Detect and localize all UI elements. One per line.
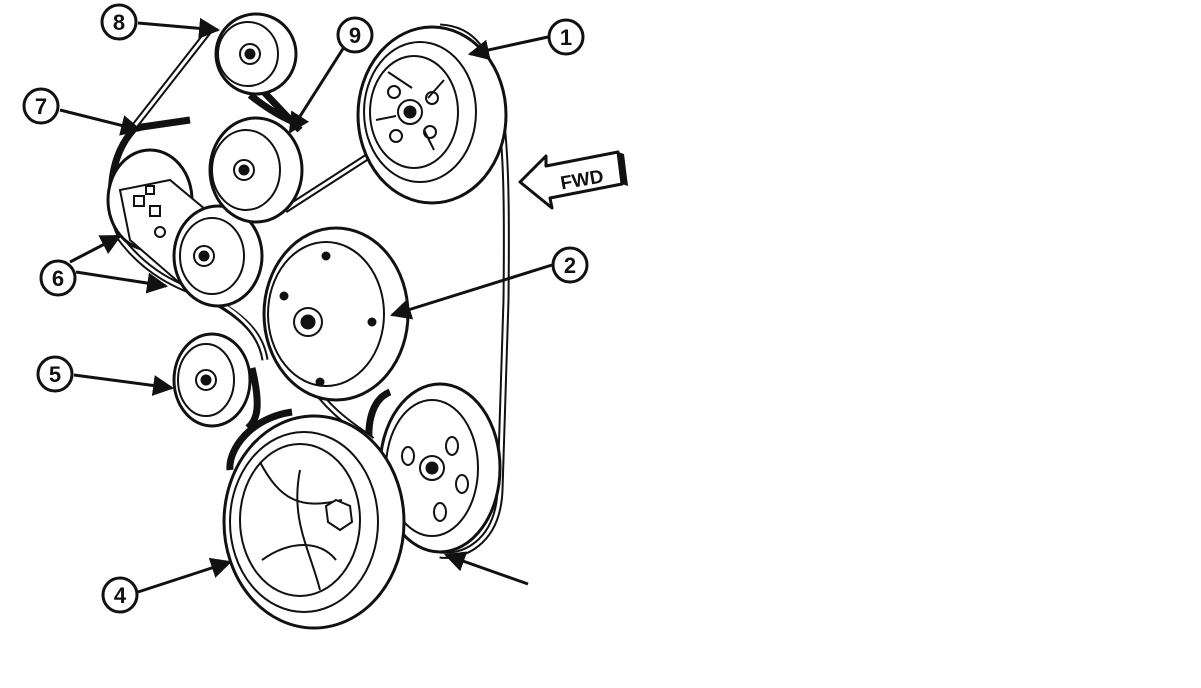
callout-9: 9 [336, 16, 374, 54]
callout-1: 1 [547, 18, 585, 56]
pulley-9-generator [208, 116, 304, 224]
svg-text:9: 9 [349, 23, 361, 48]
pulley-2-water-pump [262, 226, 410, 402]
svg-text:5: 5 [49, 362, 61, 387]
pulley-1-ac-compressor [356, 25, 508, 205]
pulley-4-crankshaft [222, 414, 406, 630]
callout-5: 5 [36, 355, 74, 393]
svg-text:6: 6 [52, 266, 64, 291]
callout-6: 6 [39, 259, 77, 297]
leader-lines [59, 17, 553, 594]
pulley-6-belt-tensioner [106, 148, 264, 308]
pulley-5-idler [172, 332, 252, 428]
svg-text:2: 2 [564, 253, 576, 278]
callout-7: 7 [22, 87, 60, 125]
callout-4: 4 [101, 576, 139, 614]
svg-text:4: 4 [114, 583, 127, 608]
fwd-direction-arrow: FWD [518, 150, 628, 210]
callout-2: 2 [551, 246, 589, 284]
svg-text:7: 7 [35, 94, 47, 119]
svg-text:8: 8 [113, 10, 125, 35]
svg-text:1: 1 [560, 25, 572, 50]
callout-8: 8 [100, 3, 138, 41]
pulley-8-upper-idler [214, 12, 298, 96]
